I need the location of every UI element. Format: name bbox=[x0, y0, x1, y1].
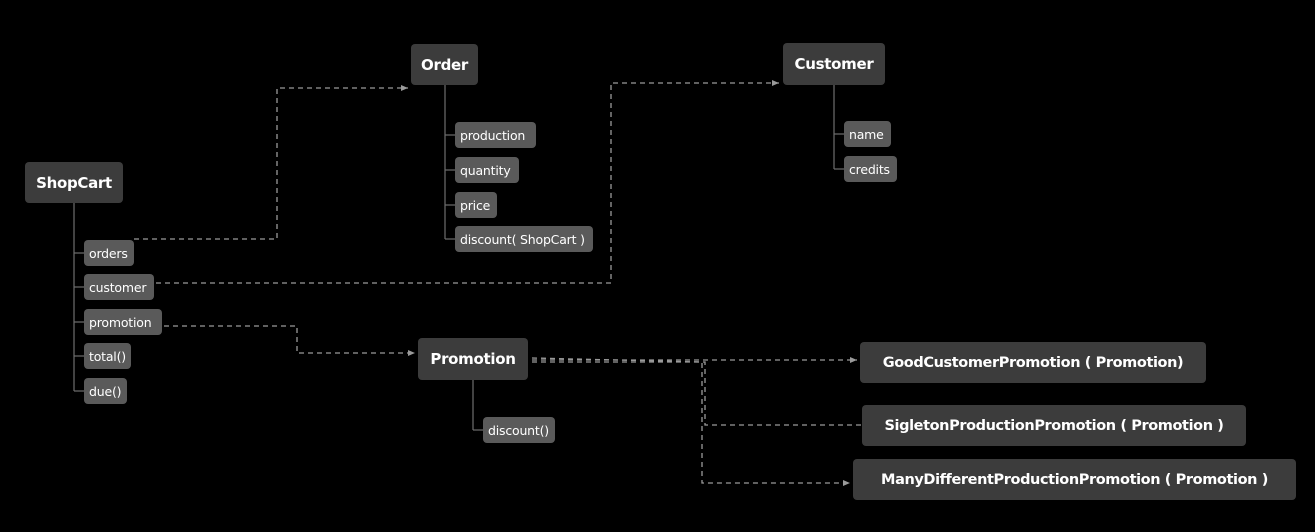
customer-field-name[interactable]: name bbox=[844, 121, 891, 147]
customer-tree-lines bbox=[833, 85, 844, 170]
order-field-price[interactable]: price bbox=[455, 192, 497, 218]
order-field-quantity[interactable]: quantity bbox=[455, 157, 519, 183]
link-promotion-to-manydifferent bbox=[531, 357, 850, 486]
manydifferentproductionpromotion-node[interactable]: ManyDifferentProductionPromotion ( Promo… bbox=[853, 459, 1296, 500]
shopcart-field-total[interactable]: total() bbox=[84, 343, 131, 369]
promotion-field-discount[interactable]: discount() bbox=[483, 417, 555, 443]
sigletonproductionpromotion-node[interactable]: SigletonProductionPromotion ( Promotion … bbox=[862, 405, 1246, 446]
customer-node[interactable]: Customer bbox=[783, 43, 885, 85]
promotion-node[interactable]: Promotion bbox=[418, 338, 528, 380]
order-node[interactable]: Order bbox=[411, 44, 478, 85]
shopcart-field-promotion[interactable]: promotion bbox=[84, 309, 162, 335]
shopcart-field-customer[interactable]: customer bbox=[84, 274, 154, 300]
order-tree-lines bbox=[444, 85, 455, 240]
link-customer-to-customer bbox=[156, 80, 779, 284]
customer-field-credits[interactable]: credits bbox=[844, 156, 897, 182]
shopcart-field-orders[interactable]: orders bbox=[84, 240, 134, 266]
goodcustomerpromotion-node[interactable]: GoodCustomerPromotion ( Promotion) bbox=[860, 342, 1206, 383]
link-orders-to-order bbox=[134, 85, 408, 240]
order-field-production[interactable]: production bbox=[455, 122, 536, 148]
link-promotion-to-promotion bbox=[164, 325, 415, 356]
shopcart-node[interactable]: ShopCart bbox=[25, 162, 123, 203]
order-field-discount[interactable]: discount( ShopCart ) bbox=[455, 226, 593, 252]
shopcart-tree-lines bbox=[73, 203, 84, 392]
link-promotion-to-sigleton bbox=[532, 361, 882, 426]
shopcart-field-due[interactable]: due() bbox=[84, 378, 127, 404]
promotion-tree-lines bbox=[472, 380, 483, 431]
